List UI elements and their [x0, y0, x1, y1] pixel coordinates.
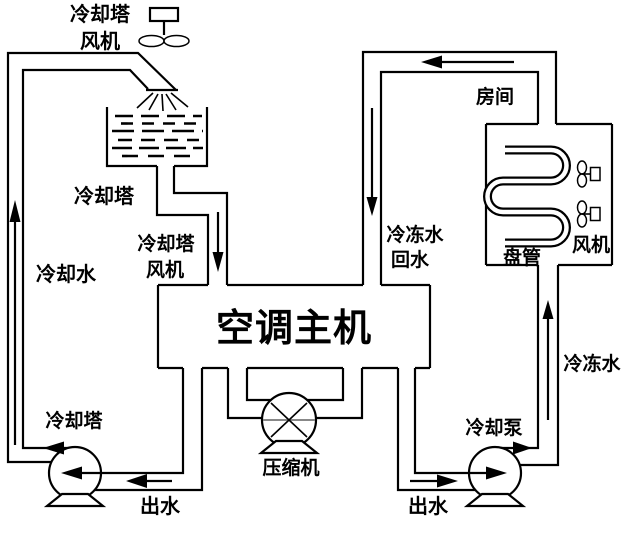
supply-pipe-outer: [520, 265, 560, 467]
fan-blade: [576, 213, 588, 228]
label-main-unit: 空调主机: [216, 308, 372, 350]
label-tower-fan-mid-line2: 风机: [146, 259, 184, 281]
left-flow-arrow-room: [421, 55, 514, 69]
label-compressor: 压缩机: [262, 456, 319, 479]
label-outlet-left: 出水: [140, 495, 181, 518]
label-cooling-water: 冷却水: [36, 262, 97, 286]
cooling-tower-fan-icon: [138, 6, 190, 48]
label-chilled-return-line1: 冷冻水: [386, 223, 444, 246]
discharge-arrow-left: [43, 441, 64, 455]
label-coil: 盘管: [503, 246, 541, 269]
arrow-head-left: [421, 55, 442, 69]
fan-blade: [576, 173, 588, 188]
main-unit-box: [156, 283, 432, 370]
fan-motor-box: [589, 166, 601, 182]
room-loop-inner-pipe: [379, 70, 540, 285]
fan-coil-unit-box: [483, 122, 614, 267]
basin-right-wall: [174, 107, 209, 168]
tower-outlet-pipes: [155, 166, 229, 285]
left-pump-lower-pipe: [95, 368, 204, 492]
outlet-pipe-left: [155, 166, 210, 285]
label-cooling-tower: 冷却塔: [74, 184, 135, 208]
spray-line: [165, 93, 177, 111]
label-left-pump: 冷却塔: [45, 409, 103, 432]
outlet-pipe-right: [172, 166, 229, 285]
label-right-pump: 冷却泵: [465, 416, 522, 439]
pump-flow-arrow-left: [61, 466, 82, 480]
coil-icon: [483, 145, 571, 248]
arrow-head-down: [366, 197, 378, 216]
down-flow-arrow-tower: [212, 212, 224, 272]
spray-line: [136, 92, 154, 109]
right-pump-suction-pipe: [413, 368, 486, 475]
left-pump-suction-pipe: [82, 368, 185, 475]
label-tower-fan-line1: 冷却塔: [70, 2, 131, 26]
coil-tube-bore: [485, 147, 569, 246]
up-flow-arrow-chilled: [542, 300, 554, 420]
spray-line: [170, 92, 189, 108]
pump-flow-arrow-right: [486, 466, 507, 480]
outlet-arrow-head-left: [126, 474, 147, 488]
cooling-water-inner-pipe: [21, 68, 149, 450]
supply-pipe-inner: [498, 265, 540, 450]
outlet-arrow-head-right: [437, 474, 458, 488]
basin-left-wall: [105, 107, 157, 168]
label-outlet-right: 出水: [408, 495, 449, 518]
label-room: 房间: [476, 85, 514, 108]
cooling-tower-basin: [105, 107, 209, 168]
chilled-supply-pipes: [498, 265, 560, 467]
label-tower-fan-line2: 风机: [80, 29, 120, 53]
flow-arrow-right-to-riser: [513, 441, 532, 455]
compressor-base: [257, 439, 321, 455]
right-pump-base: [463, 492, 527, 508]
up-flow-arrow-left: [9, 200, 21, 445]
fan-motor-box: [148, 6, 180, 23]
right-pump-assembly: [396, 368, 527, 508]
label-fcu-fan: 风机: [572, 234, 610, 256]
fan-blade-left: [138, 34, 165, 48]
fcu-fan-icon-upper: [576, 160, 601, 188]
cooling-water-outer-pipe: [6, 51, 177, 464]
cooling-water-riser-pipes: [6, 51, 178, 464]
down-flow-arrow-return: [366, 108, 378, 216]
spray-line: [161, 93, 164, 112]
fcu-fan-icon-lower: [576, 200, 601, 228]
compressor-pipe-inner-right: [306, 368, 345, 402]
left-pump-base: [43, 492, 107, 508]
arrow-head-up: [542, 300, 554, 319]
compressor-pipe-inner-left: [245, 368, 272, 402]
label-tower-fan-mid-line1: 冷却塔: [137, 232, 195, 255]
water-surface-dashes: [112, 114, 203, 158]
compressor-assembly: [226, 368, 364, 455]
fan-blade: [576, 200, 588, 215]
fan-motor-box: [589, 206, 601, 222]
left-pump-assembly: [43, 368, 204, 508]
label-chilled-water: 冷冻水: [563, 352, 621, 375]
spray-lines: [136, 92, 189, 112]
chilled-return-pipes: [361, 50, 558, 285]
room-loop-outer-pipe: [361, 50, 558, 285]
label-chilled-return-line2: 回水: [391, 249, 430, 271]
arrow-head-down: [212, 252, 224, 272]
compressor-x-mark: [270, 402, 308, 438]
compressor-pipe-outer-left: [226, 368, 263, 420]
compressor-pipe-outer-right: [315, 368, 364, 420]
coil-tube-outline: [483, 145, 571, 248]
arrow-head-up: [9, 200, 21, 222]
fan-blade-right: [163, 34, 190, 48]
right-pump-lower-pipe: [396, 368, 476, 492]
fan-blade: [576, 160, 588, 175]
spray-line: [148, 93, 159, 111]
